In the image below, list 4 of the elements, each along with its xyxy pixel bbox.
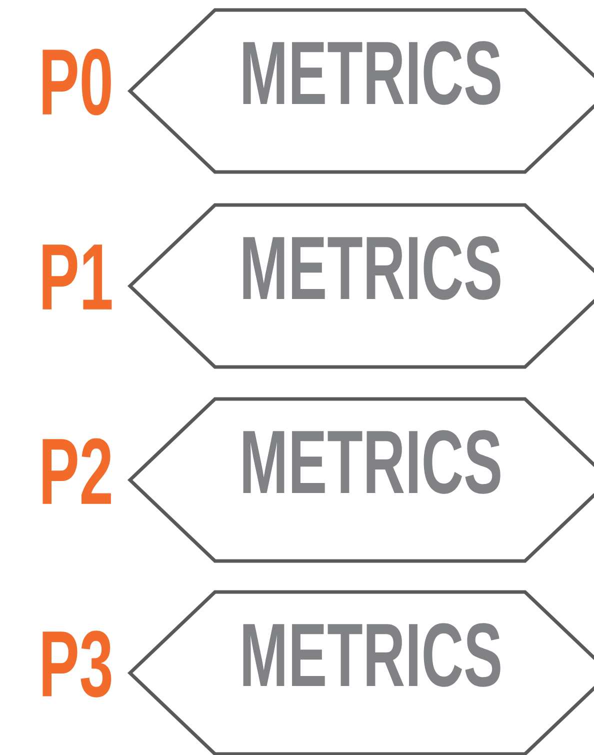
side-label: P2 [42, 438, 111, 504]
side-label: P1 [42, 244, 112, 310]
side-label: P3 [42, 630, 112, 698]
side-label: P0 [42, 48, 111, 116]
